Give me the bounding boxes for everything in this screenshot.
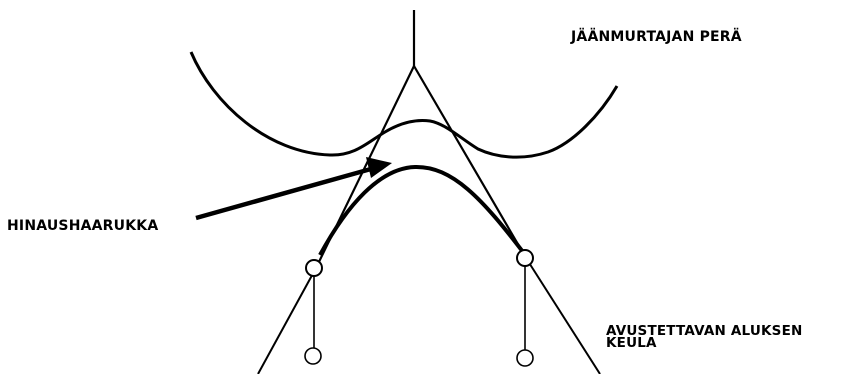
assisted-bow-curve [318,164,528,258]
icebreaker-stern-label: JÄÄNMURTAJAN PERÄ [571,29,742,45]
attachment-ring-right [516,249,534,267]
assisted-bow-label: AVUSTETTAVAN ALUKSEN KEULA [606,323,803,351]
lower-ring-right [516,349,534,367]
fork-arm-left [315,65,415,269]
assisted-bow-label-line1: AVUSTETTAVAN ALUKSEN [606,323,803,339]
assisted-bow-label-line2: KEULA [606,335,657,351]
pointer-arrow-shaft [195,164,379,221]
pointer-arrow-head [366,157,392,178]
lower-ring-left [304,347,322,365]
bow-side-right [525,257,601,375]
attachment-ring-left [305,259,323,277]
bow-side-left [257,267,317,375]
fork-arm-right [413,65,527,259]
towing-fork-label: HINAUSHAARUKKA [7,218,159,234]
icebreaker-stern-curve [189,51,619,159]
